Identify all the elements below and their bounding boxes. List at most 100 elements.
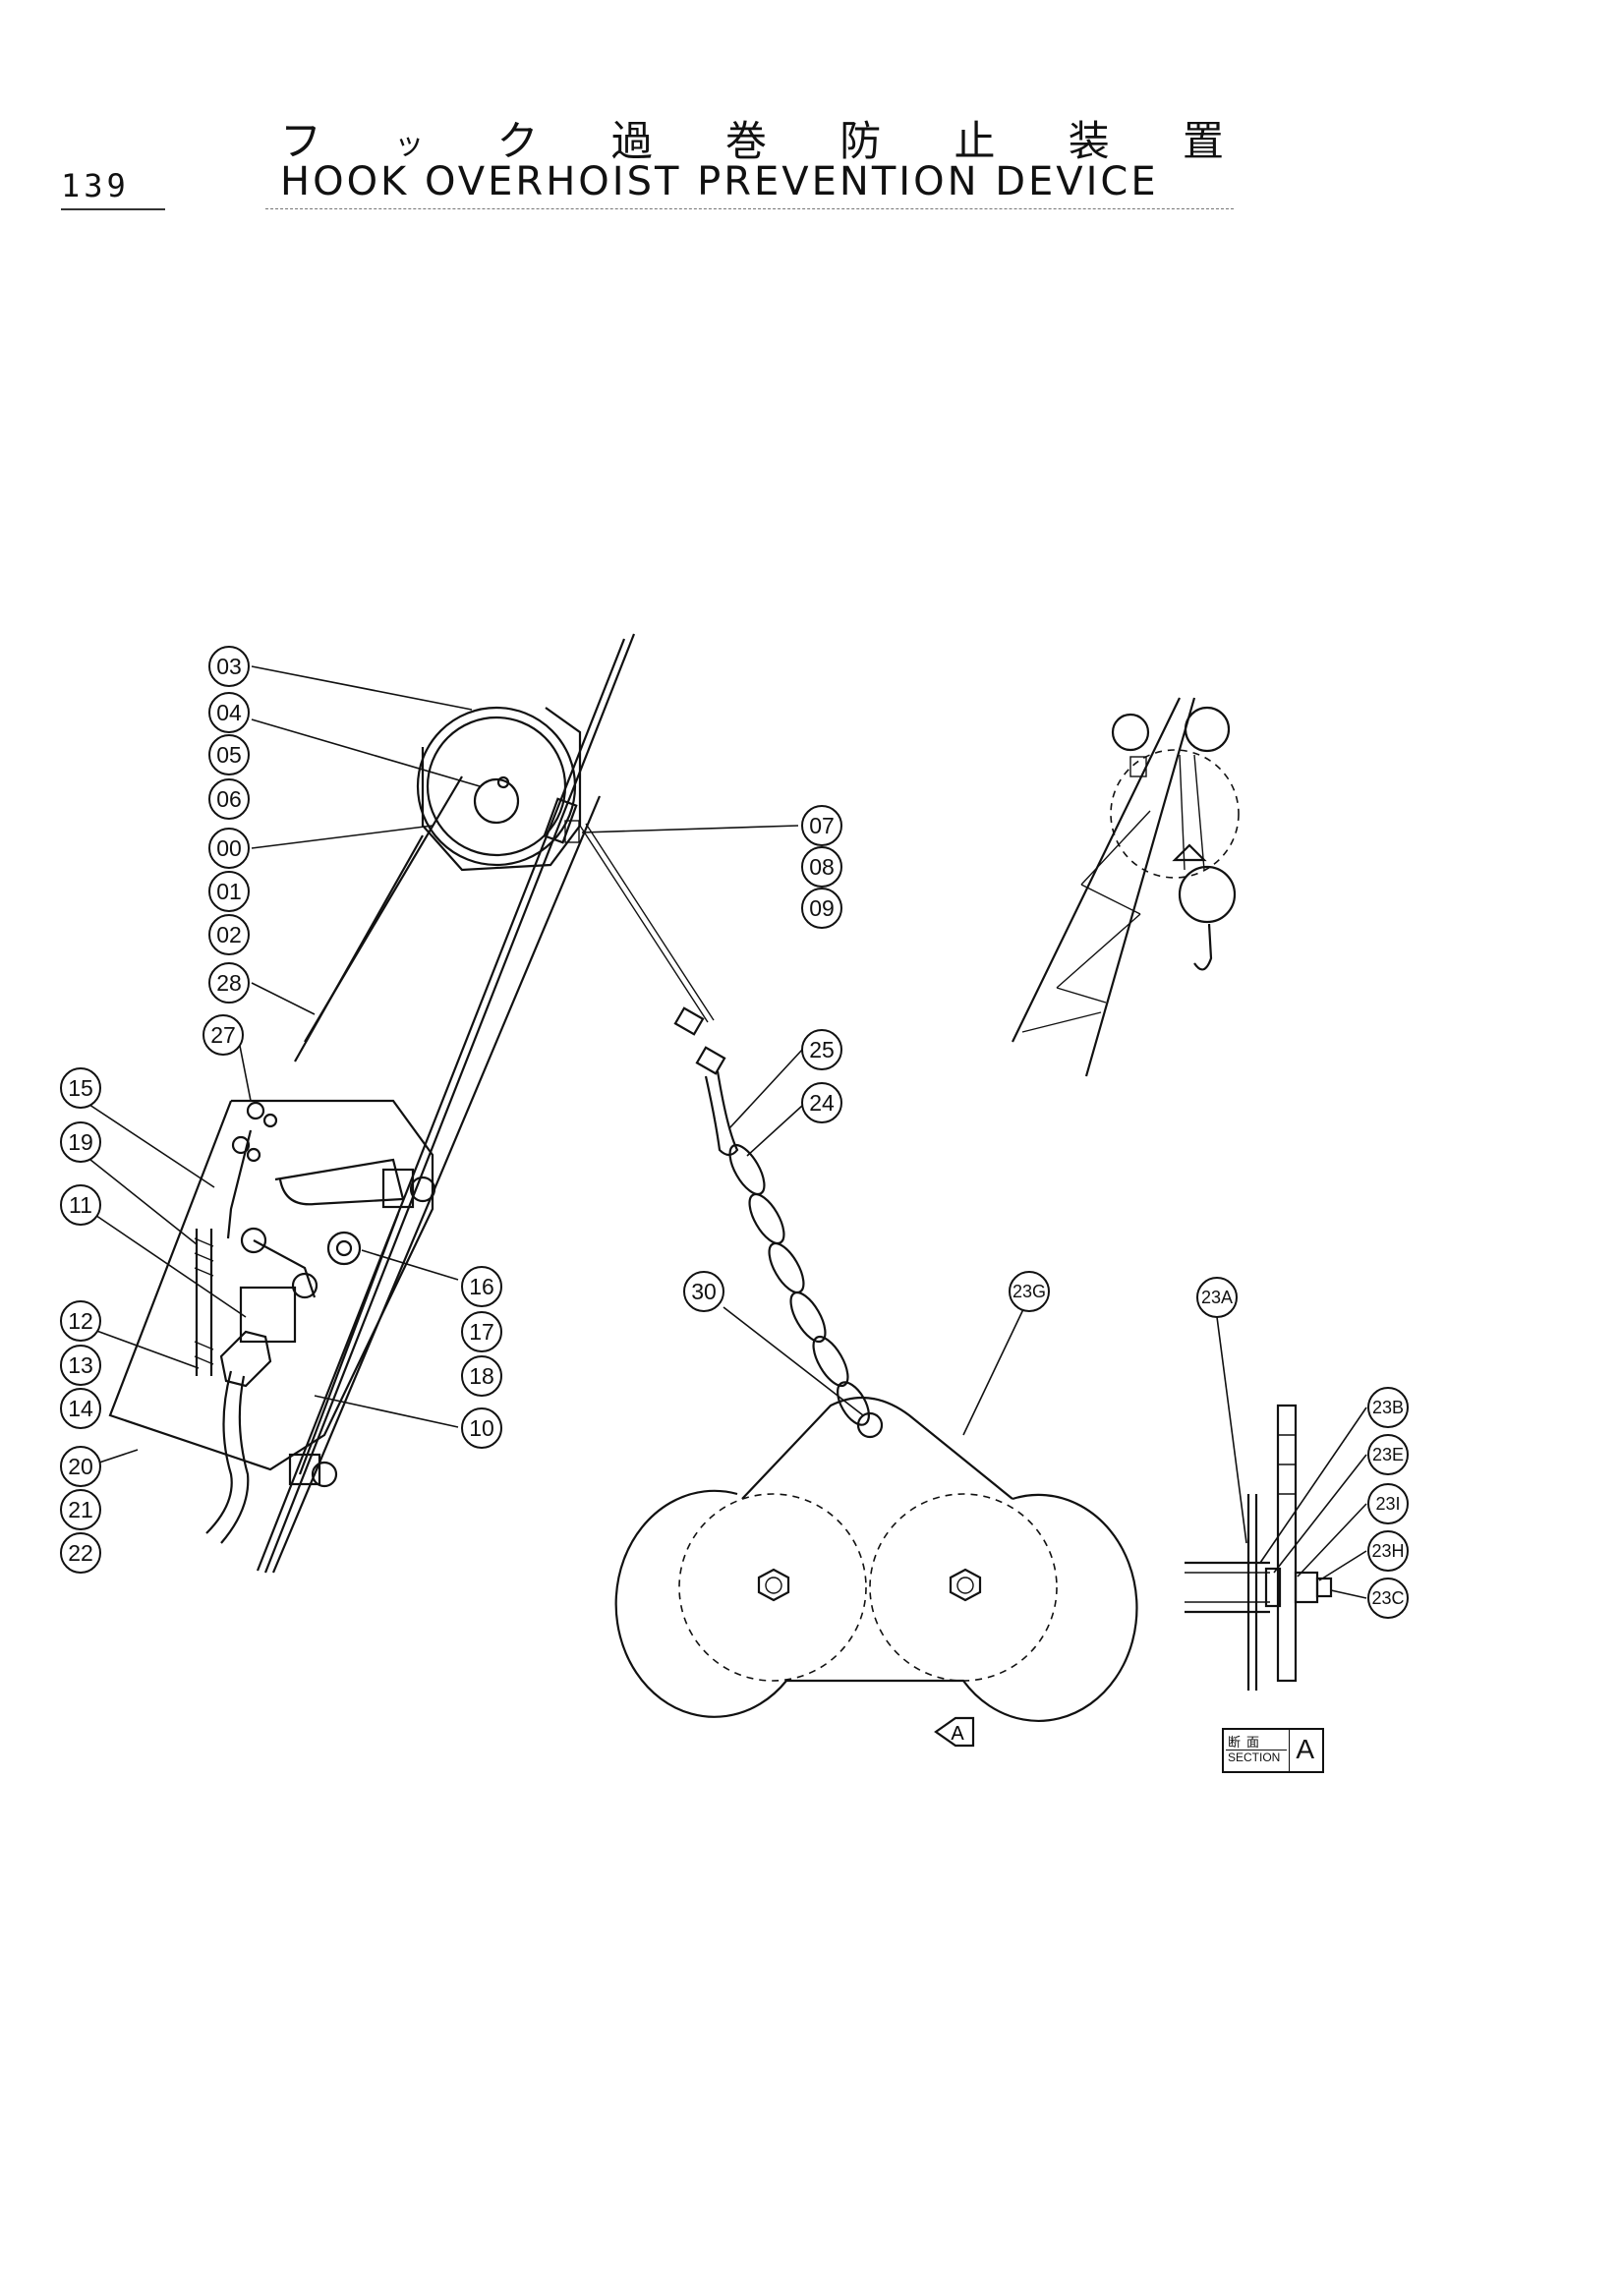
svg-text:02: 02 <box>216 922 242 947</box>
svg-text:23H: 23H <box>1371 1541 1404 1561</box>
svg-text:23G: 23G <box>1012 1282 1046 1301</box>
svg-text:05: 05 <box>216 742 242 768</box>
svg-text:24: 24 <box>809 1090 835 1116</box>
section-label-letter: A <box>1296 1734 1314 1764</box>
callout-07: 07 <box>801 805 842 846</box>
svg-text:15: 15 <box>68 1075 93 1101</box>
callout-10: 10 <box>461 1407 502 1449</box>
title-underline <box>265 208 1234 209</box>
svg-text:14: 14 <box>68 1396 93 1421</box>
boom-chord-lines <box>256 633 636 1574</box>
chain <box>728 1143 870 1426</box>
callout-11: 11 <box>60 1184 101 1226</box>
svg-text:07: 07 <box>809 813 835 838</box>
view-a-letter: A <box>951 1723 964 1745</box>
section-label-divider <box>1289 1730 1290 1771</box>
svg-text:00: 00 <box>216 835 242 861</box>
section-a-view <box>1185 1404 1333 1691</box>
callout-05: 05 <box>208 734 250 775</box>
callout-16: 16 <box>461 1266 502 1307</box>
callout-17: 17 <box>461 1311 502 1352</box>
svg-text:23E: 23E <box>1372 1445 1404 1464</box>
svg-text:13: 13 <box>68 1352 93 1378</box>
callout-02: 02 <box>208 914 250 955</box>
title-jp-char: ク <box>496 117 539 165</box>
callout-04: 04 <box>208 692 250 733</box>
view-a-marker: A <box>934 1716 975 1748</box>
callout-28: 28 <box>208 962 250 1004</box>
svg-text:25: 25 <box>809 1037 835 1062</box>
title-jp-char: フ <box>280 117 322 165</box>
svg-text:03: 03 <box>216 654 242 679</box>
svg-text:09: 09 <box>809 895 835 921</box>
callout-30: 30 <box>683 1271 724 1312</box>
bolt-head <box>409 1176 436 1203</box>
svg-text:17: 17 <box>469 1319 494 1345</box>
callout-00: 00 <box>208 828 250 869</box>
page-number-underline <box>61 208 165 210</box>
title-jp-char: 過 <box>610 117 653 165</box>
svg-text:23I: 23I <box>1375 1494 1400 1514</box>
svg-text:23A: 23A <box>1201 1288 1233 1307</box>
callout-21: 21 <box>60 1489 101 1530</box>
callout-24: 24 <box>801 1082 842 1123</box>
callout-23E: 23E <box>1367 1434 1409 1475</box>
svg-text:19: 19 <box>68 1129 93 1155</box>
title-japanese: フ ッ ク 過 巻 防 止 装 置 <box>280 108 1224 168</box>
callout-20: 20 <box>60 1446 101 1487</box>
callout-08: 08 <box>801 846 842 888</box>
callout-25: 25 <box>801 1029 842 1070</box>
title-english: HOOK OVERHOIST PREVENTION DEVICE <box>280 159 1159 204</box>
callout-03: 03 <box>208 646 250 687</box>
svg-text:16: 16 <box>469 1274 494 1299</box>
weight-nut <box>949 1568 982 1602</box>
section-label-rule <box>1226 1750 1287 1751</box>
weight-nut <box>757 1568 790 1602</box>
sheave-assembly <box>416 706 582 872</box>
crane-overview-thumbnail <box>1012 697 1240 1077</box>
svg-text:20: 20 <box>68 1454 93 1479</box>
limit-switch-assembly <box>108 1099 436 1544</box>
callout-22: 22 <box>60 1532 101 1574</box>
callout-12: 12 <box>60 1300 101 1342</box>
svg-text:27: 27 <box>210 1022 236 1048</box>
svg-text:30: 30 <box>691 1279 717 1304</box>
section-a-label: 断面 SECTION A <box>1222 1728 1324 1773</box>
callout-23I: 23I <box>1367 1483 1409 1524</box>
callout-14: 14 <box>60 1388 101 1429</box>
callout-27: 27 <box>202 1014 244 1056</box>
title-jp-char: 置 <box>1182 117 1224 165</box>
callout-06: 06 <box>208 778 250 820</box>
title-jp-char: 巻 <box>724 117 767 165</box>
callout-23C: 23C <box>1367 1578 1409 1619</box>
title-jp-char: ッ <box>394 128 425 162</box>
callout-18: 18 <box>461 1355 502 1397</box>
svg-text:21: 21 <box>68 1497 93 1522</box>
svg-text:22: 22 <box>68 1540 93 1566</box>
bolt-head <box>311 1461 338 1488</box>
callout-15: 15 <box>60 1067 101 1109</box>
title-jp-char: 防 <box>839 117 882 165</box>
svg-text:18: 18 <box>469 1363 494 1389</box>
leader-lines <box>80 665 1367 1599</box>
callout-19: 19 <box>60 1121 101 1163</box>
svg-text:23C: 23C <box>1371 1588 1404 1608</box>
wire-rope <box>579 823 739 1157</box>
page-number: 139 <box>61 167 130 204</box>
weight-eye <box>856 1411 884 1439</box>
section-label-en: SECTION <box>1228 1751 1281 1764</box>
callout-13: 13 <box>60 1345 101 1386</box>
svg-text:08: 08 <box>809 854 835 880</box>
svg-text:28: 28 <box>216 970 242 996</box>
callout-23H: 23H <box>1367 1530 1409 1572</box>
svg-text:12: 12 <box>68 1308 93 1334</box>
svg-text:06: 06 <box>216 786 242 812</box>
callout-23A: 23A <box>1196 1277 1238 1318</box>
section-label-jp: 断面 <box>1228 1736 1266 1751</box>
svg-text:04: 04 <box>216 700 242 725</box>
callout-23G: 23G <box>1009 1271 1050 1312</box>
svg-text:23B: 23B <box>1372 1398 1404 1417</box>
svg-text:01: 01 <box>216 879 242 904</box>
callout-23B: 23B <box>1367 1387 1409 1428</box>
